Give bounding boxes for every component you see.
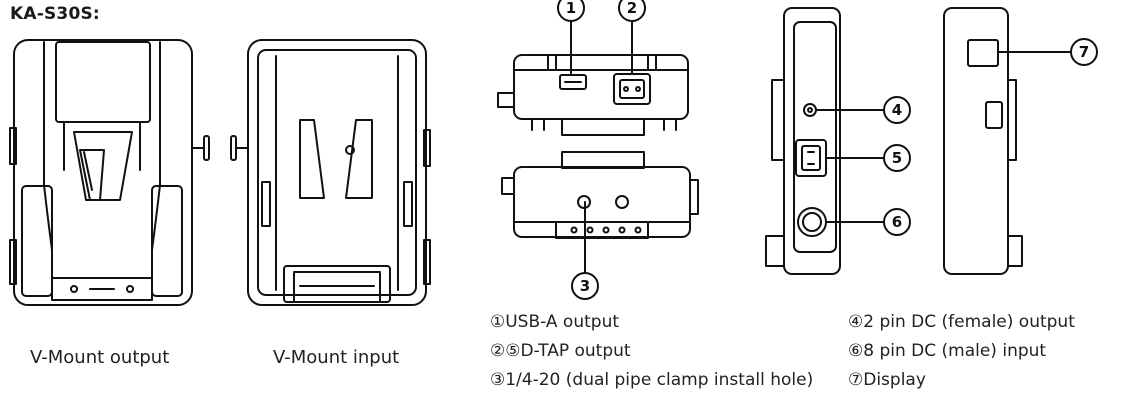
- callout-3: [571, 272, 599, 300]
- legend-item-8pin-dc: ⑥8 pin DC (male) input: [848, 341, 1047, 361]
- callout-4: [883, 96, 911, 124]
- callout-6: [883, 208, 911, 236]
- vmount-output-drawing: [9, 39, 210, 306]
- callout-6-label: 6: [892, 213, 902, 231]
- legend-item-2pin-dc: ④2 pin DC (female) output: [848, 312, 1075, 332]
- callouts: 1 2 3 4 5 6 7: [557, 0, 1098, 300]
- callout-1-label: 1: [566, 0, 576, 17]
- legend-item-dtap: ②⑤D-TAP output: [490, 341, 631, 361]
- model-title: KA-S30S:: [10, 4, 100, 24]
- legend-item-display: ⑦Display: [848, 370, 926, 390]
- callout-5: [883, 144, 911, 172]
- top-view-drawing: [497, 54, 689, 136]
- vmount-output-caption: V-Mount output: [30, 347, 169, 368]
- callout-4-label: 4: [892, 101, 902, 119]
- legend-item-usb-a: ①USB-A output: [490, 312, 620, 332]
- vmount-input-drawing: [230, 39, 431, 306]
- vmount-input-caption: V-Mount input: [273, 347, 399, 368]
- side-view-drawing: [765, 7, 841, 275]
- callout-1: [557, 0, 585, 22]
- usb-a-port: [559, 74, 587, 90]
- callout-3-label: 3: [580, 277, 590, 295]
- callout-2: [618, 0, 646, 22]
- callout-7-label: 7: [1079, 43, 1089, 61]
- bottom-view-drawing: [501, 151, 699, 239]
- dc-2pin-port: [803, 103, 817, 117]
- display-side-drawing: [943, 7, 1023, 275]
- display-window: [967, 39, 999, 67]
- mount-hole-right: [615, 195, 629, 209]
- legend-item-pipe-clamp: ③1/4-20 (dual pipe clamp install hole): [490, 370, 814, 390]
- callout-5-label: 5: [892, 149, 902, 167]
- callout-2-label: 2: [627, 0, 637, 17]
- callout-7: [1070, 38, 1098, 66]
